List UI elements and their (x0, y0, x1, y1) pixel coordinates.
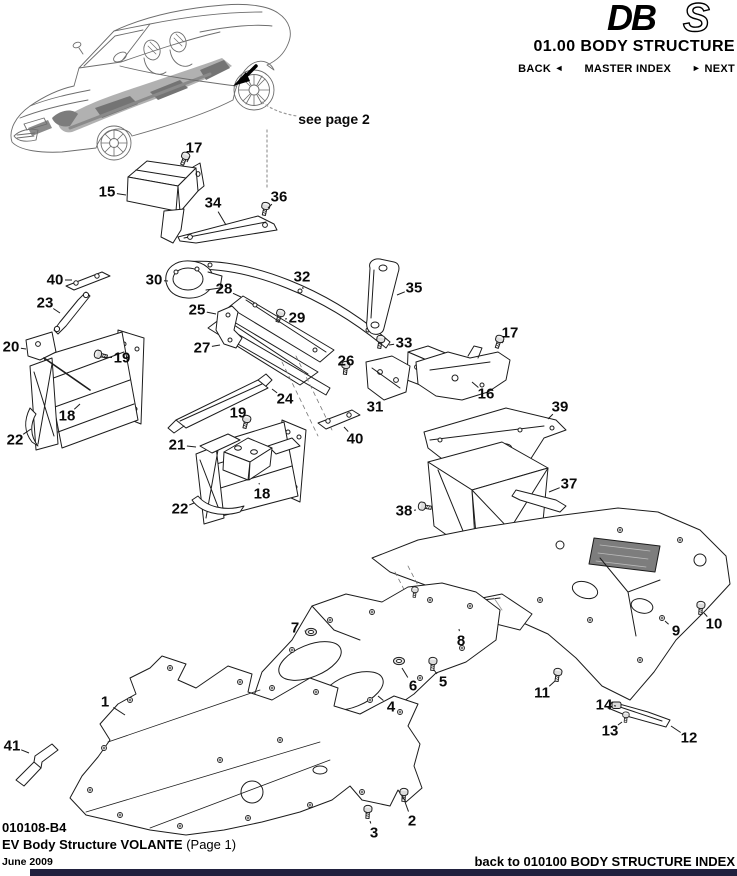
part-28 (228, 295, 335, 363)
part-18-assembly-b (191, 419, 307, 525)
callout-41: 41 (3, 737, 21, 755)
callout-9: 9 (671, 622, 681, 640)
callout-40: 40 (346, 430, 364, 448)
callout-1: 1 (100, 693, 110, 711)
part-40-upper (65, 271, 111, 291)
callout-32: 32 (293, 268, 311, 286)
callout-4: 4 (386, 698, 396, 716)
header-nav: BACK ◄ MASTER INDEX ► NEXT (518, 63, 735, 75)
part-41 (15, 743, 59, 787)
part-30 (165, 260, 223, 299)
callout-10: 10 (705, 615, 723, 633)
page-title: 01.00 BODY STRUCTURE (533, 38, 735, 55)
document-title-bold: EV Body Structure VOLANTE (2, 837, 183, 852)
document-code: 010108-B4 (2, 820, 67, 835)
part-23 (53, 291, 91, 335)
part-1 (69, 655, 423, 836)
callout-29: 29 (288, 309, 306, 327)
callout-22: 22 (6, 431, 24, 449)
header: DB S 01.00 BODY STRUCTURE BACK ◄ MASTER … (518, 0, 735, 75)
callout-19: 19 (229, 404, 247, 422)
callout-40: 40 (46, 271, 64, 289)
callout-39: 39 (551, 398, 569, 416)
back-arrow-icon[interactable]: ◄ (554, 63, 564, 73)
callout-17: 17 (501, 324, 519, 342)
callout-15: 15 (98, 183, 116, 201)
callout-17: 17 (185, 139, 203, 157)
part-31 (365, 355, 411, 401)
callout-19: 19 (113, 349, 131, 367)
callout-26: 26 (337, 352, 355, 370)
callout-30: 30 (145, 271, 163, 289)
dbs-logo: DB S (607, 0, 711, 36)
callout-20: 20 (2, 338, 20, 356)
next-arrow-icon[interactable]: ► (691, 63, 702, 73)
car-illustration (10, 3, 298, 188)
part-35 (366, 258, 400, 335)
callout-6: 6 (408, 677, 418, 695)
index-back-link[interactable]: back to 010100 BODY STRUCTURE INDEX (474, 854, 735, 869)
part-34 (177, 215, 278, 244)
nav-next-link[interactable]: NEXT (704, 63, 735, 75)
callout-28: 28 (215, 280, 233, 298)
logo-db-text: DB (607, 0, 656, 36)
part-15 (126, 160, 205, 244)
callout-16: 16 (477, 385, 495, 403)
nav-master-index-link[interactable]: MASTER INDEX (584, 63, 672, 75)
part-12 (607, 701, 671, 728)
callout-11: 11 (534, 684, 550, 702)
document-title: EV Body Structure VOLANTE (Page 1) (2, 837, 236, 852)
callout-14: 14 (595, 696, 613, 714)
callout-35: 35 (405, 279, 423, 297)
callout-18: 18 (58, 407, 76, 425)
callout-37: 37 (560, 475, 578, 493)
footer-bar (30, 869, 737, 876)
callout-2: 2 (407, 812, 417, 830)
callout-21: 21 (168, 436, 186, 454)
logo-s-text: S (683, 0, 710, 36)
callout-25: 25 (188, 301, 206, 319)
callout-23: 23 (36, 294, 54, 312)
part-40-lower (317, 409, 361, 430)
callout-8: 8 (456, 632, 466, 650)
callout-7: 7 (290, 619, 300, 637)
callout-13: 13 (601, 722, 619, 740)
document-title-page: (Page 1) (182, 837, 237, 852)
callout-3: 3 (369, 824, 379, 842)
document-date: June 2009 (2, 856, 53, 868)
callout-27: 27 (193, 339, 211, 357)
callout-33: 33 (395, 334, 413, 352)
see-page-note: see page 2 (298, 111, 370, 127)
callout-18: 18 (253, 485, 271, 503)
callout-22: 22 (171, 500, 189, 518)
callout-38: 38 (395, 502, 413, 520)
callout-31: 31 (366, 398, 384, 416)
callout-24: 24 (276, 390, 294, 408)
part-25-27 (215, 305, 243, 349)
part-16 (415, 345, 511, 401)
callout-12: 12 (680, 729, 698, 747)
callout-34: 34 (204, 194, 222, 212)
nav-back-link[interactable]: BACK (518, 63, 552, 75)
part-18-assembly-a (25, 329, 145, 451)
callout-36: 36 (270, 188, 288, 206)
part-21-rail (167, 373, 273, 434)
leader-lines (20, 156, 708, 824)
callout-5: 5 (438, 673, 448, 691)
